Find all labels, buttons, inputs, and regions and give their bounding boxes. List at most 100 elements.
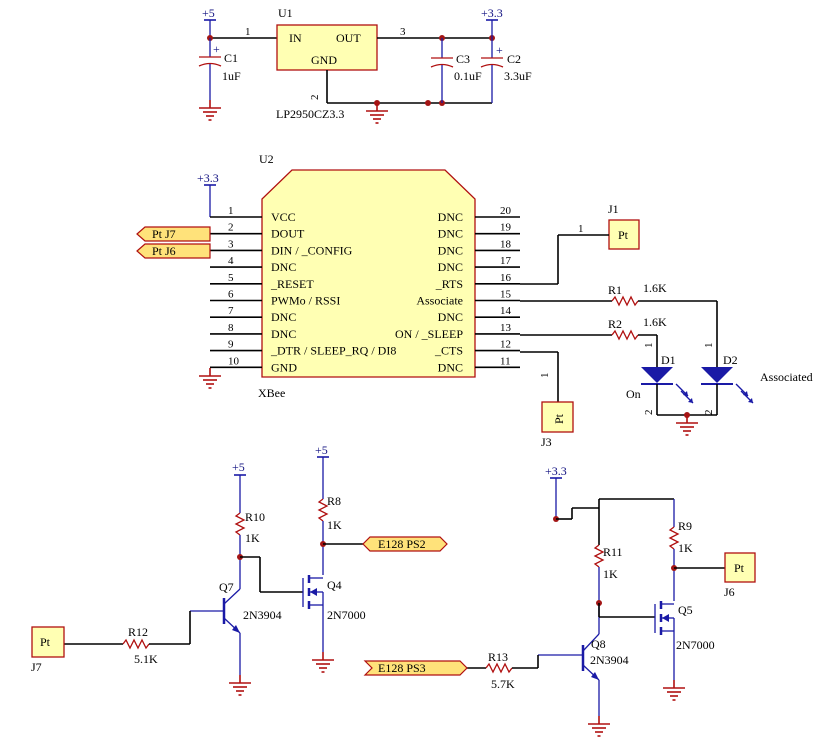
u2-name: XBee <box>258 386 285 400</box>
xbee-right-pin-num: 11 <box>500 355 511 367</box>
svg-text:R10: R10 <box>245 510 265 524</box>
svg-text:R1: R1 <box>608 283 622 297</box>
led-d2: D2 Associated 2 <box>701 353 813 415</box>
xbee-left-pin-name: _DTR / SLEEP_RQ / DI8 <box>270 344 396 358</box>
svg-text:1K: 1K <box>327 518 342 532</box>
svg-text:J3: J3 <box>541 435 552 449</box>
xbee-right-pin-num: 17 <box>500 255 512 267</box>
xbee-left-pin-num: 9 <box>228 339 234 351</box>
svg-text:Pt J7: Pt J7 <box>152 227 176 241</box>
svg-text:+5: +5 <box>232 460 245 474</box>
u1-pin-out: OUT <box>336 31 361 45</box>
mosfet-q4: Q4 2N7000 <box>302 575 366 622</box>
svg-text:5.7K: 5.7K <box>491 677 515 691</box>
u1-part: LP2950CZ3.3 <box>276 107 344 121</box>
c2-value: 3.3uF <box>504 69 532 83</box>
rail-symbol-5v <box>203 19 217 27</box>
xbee-right-pin-name: DNC <box>438 360 463 374</box>
rail-symbol-5v-b <box>316 456 330 464</box>
xbee-right-pin-num: 12 <box>500 339 511 351</box>
xbee-left-pin-num: 1 <box>228 205 234 217</box>
svg-text:J7: J7 <box>31 660 42 674</box>
xbee-left-pin-num: 4 <box>228 255 234 267</box>
net-label-pt-j6: Pt J6 <box>136 243 211 259</box>
resistor-r10 <box>234 512 246 536</box>
transistor-q8: Q8 2N3904 <box>538 633 629 681</box>
c1-value: 1uF <box>222 69 241 83</box>
resistor-r1 <box>611 295 639 307</box>
led-indicator-section: R1 1.6K 1 R2 1.6K 1 D1 On 2 <box>520 281 813 436</box>
xbee-right-pin-name: Associate <box>416 294 463 308</box>
connector-j6: Pt J6 <box>724 552 756 599</box>
net-label-e128-ps2: E128 PS2 <box>362 536 448 552</box>
svg-text:R13: R13 <box>488 650 508 664</box>
led-d1: D1 On 2 <box>626 353 694 416</box>
resistor-r8 <box>317 498 329 522</box>
xbee-right-pin-num: 15 <box>500 289 512 301</box>
svg-text:R11: R11 <box>603 545 623 559</box>
rail-symbol-5v-a <box>233 474 247 482</box>
c3-value: 0.1uF <box>454 69 482 83</box>
svg-text:2N7000: 2N7000 <box>676 638 715 652</box>
xbee-right-pin-num: 14 <box>500 305 512 317</box>
capacitor-c3: C3 0.1uF <box>430 38 482 103</box>
xbee-left-pin-name: VCC <box>271 210 296 224</box>
u1-pin1-num: 1 <box>245 26 251 38</box>
svg-text:E128 PS3: E128 PS3 <box>378 661 426 675</box>
svg-text:1.6K: 1.6K <box>643 281 667 295</box>
c1-ref: C1 <box>224 51 238 65</box>
svg-text:Pt: Pt <box>552 413 566 424</box>
xbee-right-pin-name: DNC <box>438 310 463 324</box>
svg-text:R2: R2 <box>608 317 622 331</box>
svg-text:Pt: Pt <box>618 228 629 242</box>
xbee-right-pin-name: DNC <box>438 210 463 224</box>
svg-text:+: + <box>496 43 503 57</box>
rail-symbol-3v3 <box>485 19 499 27</box>
xbee-left-pin-num: 2 <box>228 222 234 234</box>
svg-text:R9: R9 <box>678 519 692 533</box>
svg-text:J1: J1 <box>608 202 619 216</box>
xbee-left-pin-name: DNC <box>271 260 296 274</box>
xbee-left-pin-num: 10 <box>228 355 240 367</box>
capacitor-c2: + C2 3.3uF <box>480 38 532 103</box>
u2-ref: U2 <box>259 152 274 166</box>
connector-j3: 1 Pt J3 <box>520 351 574 449</box>
u1-pin-gnd: GND <box>311 53 337 67</box>
xbee-right-pin-num: 16 <box>500 272 512 284</box>
connector-j7: Pt J7 <box>31 626 65 674</box>
xbee-left-pin-name: DNC <box>271 310 296 324</box>
svg-text:2N3904: 2N3904 <box>590 653 629 667</box>
svg-text:1: 1 <box>643 343 655 349</box>
svg-text:D1: D1 <box>661 353 676 367</box>
svg-text:2: 2 <box>643 410 655 416</box>
svg-text:2N7000: 2N7000 <box>327 608 366 622</box>
mosfet-q5: Q5 2N7000 <box>654 601 715 652</box>
xbee-right-pin-name: _CTS <box>434 344 463 358</box>
svg-text:J6: J6 <box>724 585 735 599</box>
xbee-left-pin-num: 8 <box>228 322 234 334</box>
svg-text:1K: 1K <box>603 567 618 581</box>
svg-text:Q5: Q5 <box>678 603 693 617</box>
svg-text:Pt J6: Pt J6 <box>152 244 176 258</box>
transistor-q7: Q7 2N3904 <box>190 580 282 634</box>
u1-ref: U1 <box>278 6 293 20</box>
xbee-right-pin-name: DNC <box>438 227 463 241</box>
u1-pin-in: IN <box>289 31 302 45</box>
power-regulator-section: +5 + C1 1uF U1 1 IN OUT GND 3 2 <box>198 6 532 124</box>
svg-text:D2: D2 <box>723 353 738 367</box>
svg-text:5.1K: 5.1K <box>134 652 158 666</box>
svg-text:1: 1 <box>539 373 551 379</box>
rail-label-5v: +5 <box>202 6 215 20</box>
svg-text:Associated: Associated <box>760 370 813 384</box>
svg-text:2N3904: 2N3904 <box>243 608 282 622</box>
svg-text:Q4: Q4 <box>327 578 342 592</box>
xbee-right-pin-name: DNC <box>438 260 463 274</box>
svg-text:1.6K: 1.6K <box>643 315 667 329</box>
xbee-module-u2 <box>261 169 476 378</box>
left-level-shifter: +5 R10 1K Q7 2N3904 R12 5.1K Pt <box>31 443 448 696</box>
resistor-r9 <box>668 526 680 550</box>
resistor-r12 <box>122 638 150 650</box>
xbee-right-pin-name: _RTS <box>435 277 463 291</box>
